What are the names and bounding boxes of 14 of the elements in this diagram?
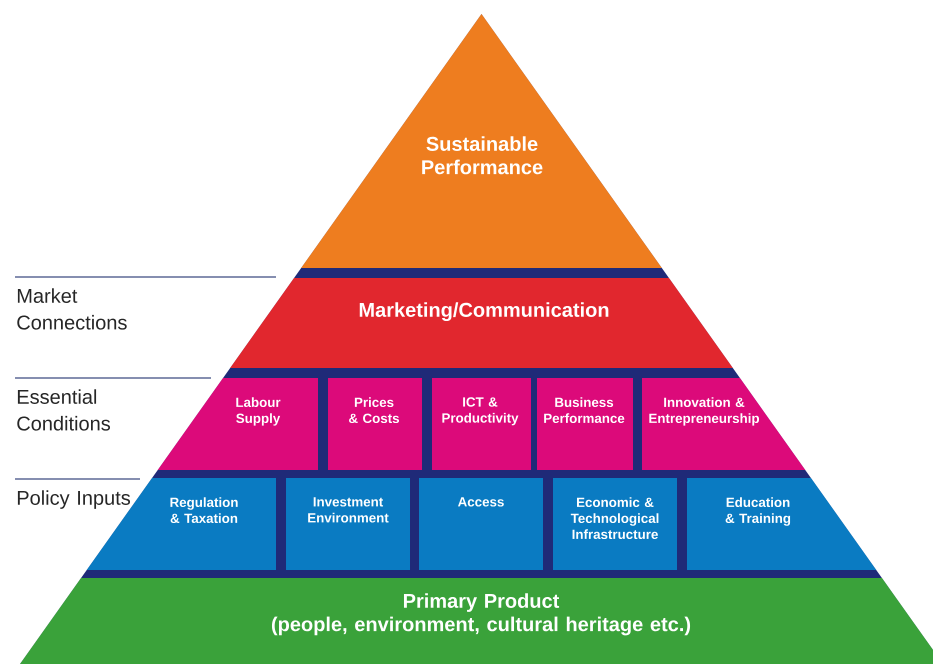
pyramid-cell: Education & Training (687, 478, 876, 570)
pyramid-cell: Prices & Costs (328, 378, 422, 470)
side-label: Market Connections (17, 288, 127, 330)
pyramid-cell: Economic & Technological Infrastructure (553, 478, 677, 570)
pyramid-tier: Primary Product (people, environment, cultural heritage etc.) (20, 578, 933, 664)
pyramid-cell: Access (419, 478, 543, 570)
pyramid-cell: Business Performance (537, 378, 633, 470)
side-label: Essential Conditions (17, 389, 110, 431)
pyramid-tier: Marketing/Communication (230, 278, 733, 368)
pyramid-tier: Sustainable Performance (301, 14, 662, 268)
pyramid-cell: ICT & Productivity (432, 378, 531, 470)
pyramid-cell: Labour Supply (158, 378, 318, 470)
pyramid-cell: Investment Environment (286, 478, 410, 570)
pyramid-cell: Innovation & Entrepreneurship (642, 378, 806, 470)
